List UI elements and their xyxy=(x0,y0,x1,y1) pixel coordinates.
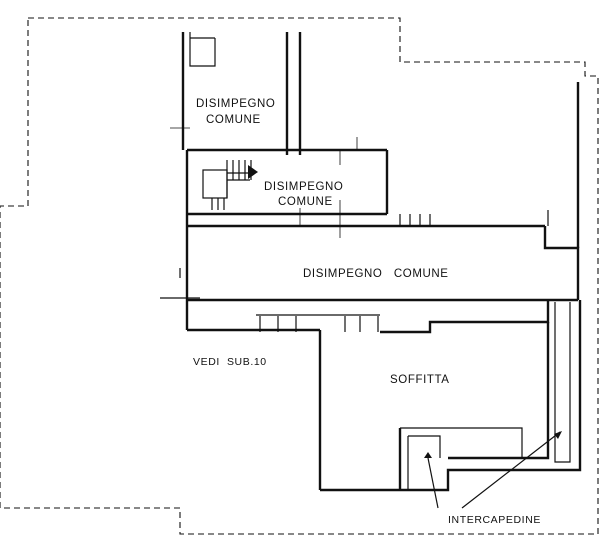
note-intercapedine: INTERCAPEDINE xyxy=(448,514,541,526)
note-vedi-sub: VEDI SUB.10 xyxy=(193,356,267,368)
room-label-soffitta: SOFFITTA xyxy=(390,374,450,386)
upper-corridor-walls xyxy=(170,32,302,155)
stair-direction-arrow xyxy=(248,165,258,179)
main-corridor-walls xyxy=(160,82,580,332)
soffitta-walls xyxy=(318,300,582,492)
room-label-disimpegno-top-1: DISIMPEGNO xyxy=(196,98,275,110)
property-boundary xyxy=(0,17,599,535)
intercapedine-leaders xyxy=(424,431,562,509)
room-label-disimpegno-top-2: COMUNE xyxy=(206,114,261,126)
room-label-disimpegno-main: DISIMPEGNO COMUNE xyxy=(303,268,449,280)
room-label-disimpegno-stair-1: DISIMPEGNO xyxy=(264,181,343,193)
staircase xyxy=(185,137,389,238)
room-label-disimpegno-stair-2: COMUNE xyxy=(278,196,333,208)
